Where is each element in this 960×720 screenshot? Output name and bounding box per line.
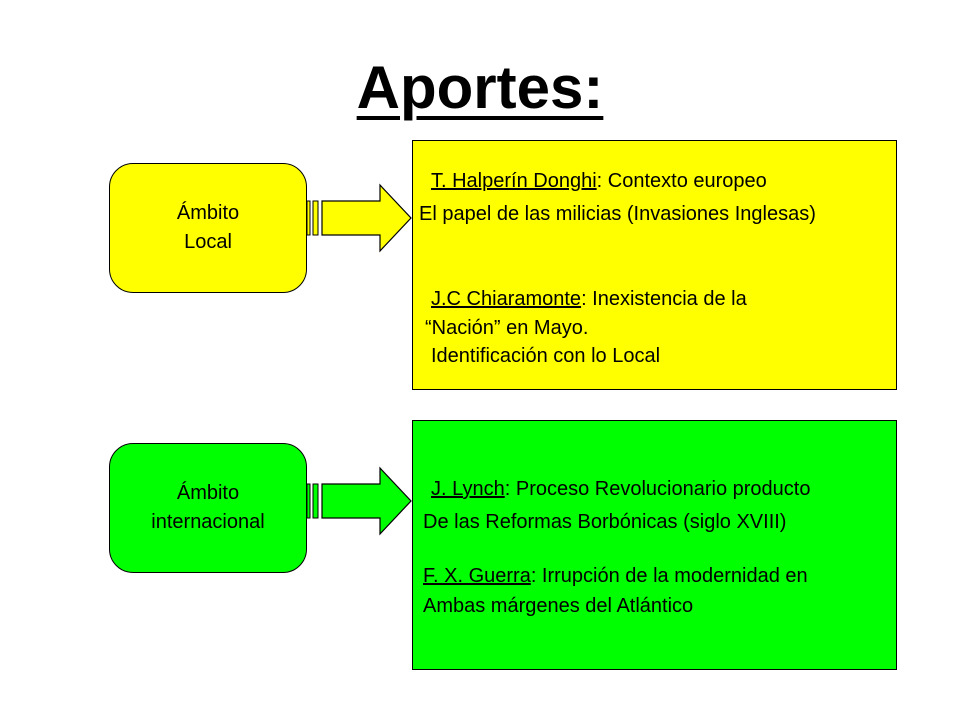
author-halperin: T. Halperín Donghi <box>431 170 597 192</box>
author-guerra: F. X. Guerra <box>423 565 531 587</box>
halperin-text: : Contexto europeo <box>596 170 767 192</box>
lynch-line2: De las Reformas Borbónicas (siglo XVIII) <box>423 511 787 533</box>
right-arrow-icon <box>306 466 412 536</box>
ambito-local-label-line2: Local <box>184 231 232 253</box>
ambito-internacional-label-line1: Ámbito <box>176 482 240 504</box>
ambito-local-label-line1: Ámbito <box>176 202 240 224</box>
local-authors-box: T. Halperín Donghi: Contexto europeo El … <box>412 140 897 390</box>
chiaramonte-line2: “Nación” en Mayo. <box>425 317 589 339</box>
ambito-local-box: Ámbito Local <box>109 163 307 293</box>
ambito-internacional-label-line2: internacional <box>151 511 265 533</box>
guerra-text: : Irrupción de la modernidad en <box>530 565 808 587</box>
author-chiaramonte: J.C Chiaramonte <box>431 288 582 310</box>
ambito-internacional-box: Ámbito internacional <box>109 443 307 573</box>
lynch-text: : Proceso Revolucionario producto <box>504 478 811 500</box>
chiaramonte-line3: Identificación con lo Local <box>431 345 661 367</box>
chiaramonte-text: : Inexistencia de la <box>581 288 747 310</box>
right-arrow-icon <box>306 183 412 253</box>
halperin-line2: El papel de las milicias (Invasiones Ing… <box>419 203 816 225</box>
author-lynch: J. Lynch <box>431 478 505 500</box>
guerra-line2: Ambas márgenes del Atlántico <box>423 595 694 617</box>
guerra-line1: F. X. Guerra: Irrupción de la modernidad… <box>423 561 808 591</box>
internacional-authors-box: J. Lynch: Proceso Revolucionario product… <box>412 420 897 670</box>
lynch-line1: J. Lynch: Proceso Revolucionario product… <box>431 474 810 504</box>
page-title: Aportes: <box>356 54 604 121</box>
halperin-line1: T. Halperín Donghi: Contexto europeo <box>431 166 767 196</box>
chiaramonte-line1: J.C Chiaramonte: Inexistencia de la <box>431 284 747 314</box>
